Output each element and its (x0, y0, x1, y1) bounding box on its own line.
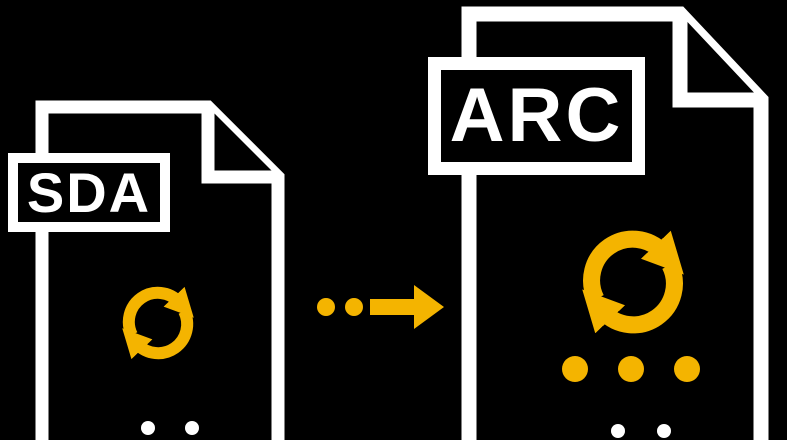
page-bottom-dot (141, 421, 155, 435)
page-bottom-dot (657, 424, 671, 438)
page-bottom-dot (611, 424, 625, 438)
page-bottom-dot (185, 421, 199, 435)
refresh-icon (122, 286, 194, 360)
ellipsis-dot (618, 356, 644, 382)
arrow-head (414, 285, 444, 329)
target-format-label: ARC (428, 57, 645, 175)
folded-corner (672, 14, 761, 108)
arrow-right-icon (317, 285, 444, 329)
arrow-dot (345, 298, 363, 316)
arrow-shaft (370, 299, 416, 315)
source-file-icon (35, 100, 285, 440)
ellipsis-dot (674, 356, 700, 382)
refresh-icon (582, 230, 684, 334)
source-format-label: SDA (8, 153, 170, 232)
ellipsis-dot (562, 356, 588, 382)
arrow-dot (317, 298, 335, 316)
ellipsis-icon (562, 356, 700, 382)
folded-corner (201, 107, 278, 184)
